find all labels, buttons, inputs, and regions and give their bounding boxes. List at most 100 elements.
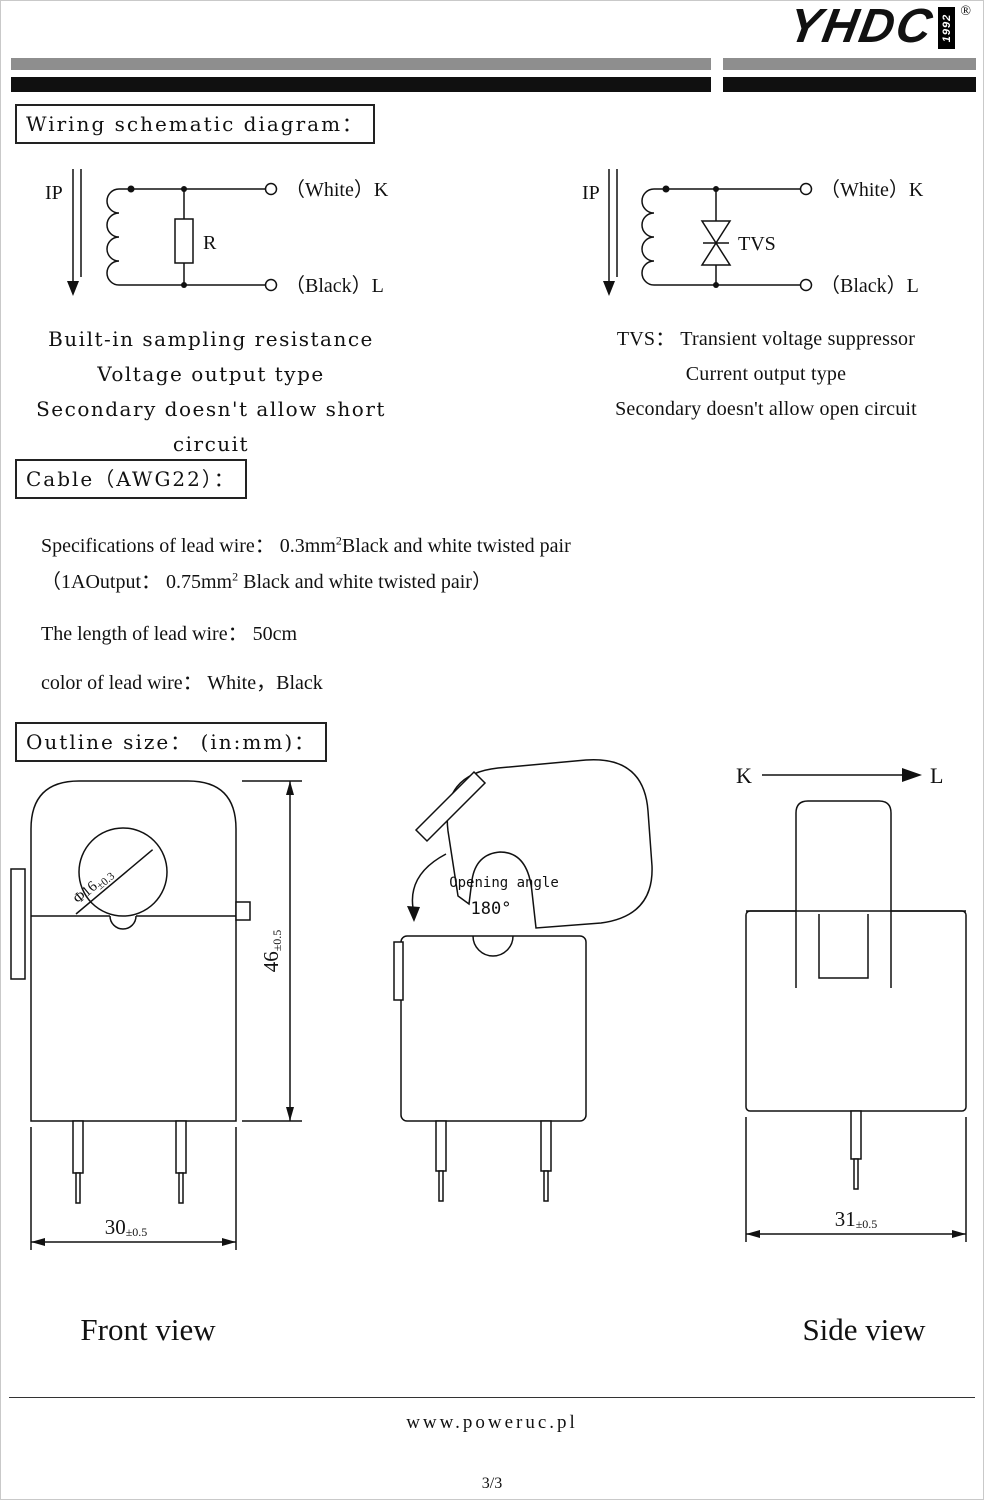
- opening-angle-value: 180°: [471, 899, 512, 919]
- pin-left: [72, 1120, 84, 1204]
- caption-line: Secondary doesn't allow open circuit: [615, 398, 917, 420]
- core-notch: [472, 935, 514, 957]
- height-dimension: 46±0.5: [242, 780, 302, 1122]
- caption-line: Secondary doesn't allow short circuit: [36, 397, 386, 456]
- wiring-section-heading: Wiring schematic diagram：: [15, 104, 376, 144]
- pin-left: [435, 1120, 447, 1202]
- text-segment: Black and white twisted pair）: [238, 571, 492, 593]
- secondary-coil: [641, 188, 655, 286]
- wiring-schematic-voltage: IP R （White）K （Black）L: [45, 169, 389, 297]
- wires: [654, 188, 800, 286]
- ip-label: IP: [45, 182, 63, 204]
- page-number: 3/3: [481, 1475, 503, 1492]
- caption-line: Voltage output type: [97, 362, 325, 386]
- brand-year: 1992: [940, 13, 953, 43]
- top-latch-outline: [795, 800, 892, 988]
- terminal-k-label: （White）K: [285, 178, 389, 201]
- decor-bar-gray-left: [11, 58, 711, 70]
- footer-website: www.poweruc.pl: [406, 1412, 578, 1433]
- terminal-l-label: （Black）L: [285, 274, 384, 297]
- height-value: 46: [259, 951, 283, 972]
- lead-wire-spec-line: Specifications of lead wire： 0.3mm2Black…: [41, 529, 571, 558]
- pin-right: [540, 1120, 552, 1202]
- lead-wire-length-line: The length of lead wire： 50cm: [41, 623, 298, 645]
- brand-logo: YHDC 1992 ®: [785, 1, 971, 53]
- caption-line: Current output type: [685, 363, 847, 385]
- outline-section-heading: Outline size： (in:mm)：: [15, 722, 328, 762]
- terminal-l: [799, 278, 813, 292]
- text-segment: Black and white twisted pair: [341, 535, 571, 557]
- lead-wire-1a-spec-line: （1AOutput： 0.75mm2 Black and white twist…: [41, 565, 571, 594]
- brand-year-box: 1992: [938, 7, 956, 49]
- current-output-captions: TVS： Transient voltage suppressor Curren…: [546, 322, 983, 427]
- width-tolerance: ±0.5: [856, 1217, 878, 1231]
- width-value: 31: [835, 1207, 856, 1231]
- primary-current-arrow: [603, 281, 615, 296]
- height-tolerance: ±0.5: [270, 930, 284, 952]
- width-tolerance: ±0.5: [126, 1225, 148, 1239]
- core-notch: [109, 915, 137, 930]
- primary-conductor: [603, 169, 618, 296]
- latch-tab: [235, 901, 251, 921]
- aperture-circle: [78, 827, 168, 917]
- resistor-label: R: [203, 232, 217, 254]
- cover-outline: [446, 759, 653, 929]
- width-dimension: 30±0.5: [30, 1127, 237, 1250]
- polarity-dot: [662, 185, 670, 193]
- lead-wire-color-line: color of lead wire： White，Black: [41, 672, 323, 694]
- decor-bar-black-left: [11, 77, 711, 92]
- hinge-tab: [393, 941, 404, 1001]
- width-value: 30: [105, 1215, 126, 1239]
- latch-slot: [818, 914, 869, 979]
- caption-line: TVS： Transient voltage suppressor: [616, 328, 916, 350]
- cable-section-heading: Cable（AWG22）：: [15, 459, 247, 499]
- junction-dot: [713, 186, 719, 192]
- hinge-tab: [10, 868, 26, 980]
- k-label: K: [736, 763, 752, 788]
- pin: [850, 1110, 862, 1190]
- registered-mark: ®: [960, 4, 971, 19]
- junction-dot: [713, 282, 719, 288]
- resistor-symbol: [174, 218, 194, 264]
- opening-arrowhead: [407, 906, 420, 922]
- front-view-drawing: Φ16±0.3 46±0.5 30±0.5: [10, 780, 302, 1250]
- ip-label: IP: [582, 182, 600, 204]
- tvs-symbol: [700, 220, 732, 266]
- polarity-dot: [127, 185, 135, 193]
- open-view-drawing: Opening angle 180°: [393, 759, 653, 1202]
- text-segment: Specifications of lead wire： 0.3mm: [41, 535, 336, 557]
- wires: [119, 188, 265, 286]
- terminal-l: [264, 278, 278, 292]
- front-view-caption: Front view: [80, 1312, 216, 1347]
- kl-arrowhead: [902, 768, 922, 782]
- opening-angle-label: Opening angle: [449, 875, 559, 891]
- opening-arrow-path: [411, 853, 447, 909]
- footer-divider: [9, 1397, 975, 1398]
- width-dimension: 31±0.5: [745, 1117, 967, 1242]
- text-segment: （1AOutput： 0.75mm: [41, 571, 233, 593]
- l-label: L: [930, 763, 943, 788]
- width-dimension-label: 30±0.5: [105, 1215, 148, 1239]
- voltage-output-captions: Built-in sampling resistance Voltage out…: [1, 322, 421, 462]
- terminal-k-label: （White）K: [820, 178, 924, 201]
- caption-line: Built-in sampling resistance: [48, 327, 374, 351]
- pin-right: [175, 1120, 187, 1204]
- superscript: 2: [335, 533, 342, 548]
- brand-text: YHDC: [784, 0, 939, 53]
- terminal-k: [799, 182, 813, 196]
- terminal-k: [264, 182, 278, 196]
- cable-specs: Specifications of lead wire： 0.3mm2Black…: [41, 529, 571, 695]
- cover-tab: [414, 770, 487, 843]
- height-dimension-label: 46±0.5: [259, 930, 284, 973]
- primary-current-arrow: [67, 281, 79, 296]
- superscript: 2: [232, 569, 239, 584]
- side-view-drawing: K L 31±0.5: [736, 763, 967, 1242]
- junction-dot: [181, 186, 187, 192]
- body-outline: [400, 935, 587, 1122]
- tvs-label: TVS: [738, 233, 776, 255]
- width-dimension-label: 31±0.5: [835, 1207, 878, 1231]
- side-view-caption: Side view: [802, 1312, 926, 1347]
- secondary-coil: [106, 188, 120, 286]
- primary-conductor: [67, 169, 82, 296]
